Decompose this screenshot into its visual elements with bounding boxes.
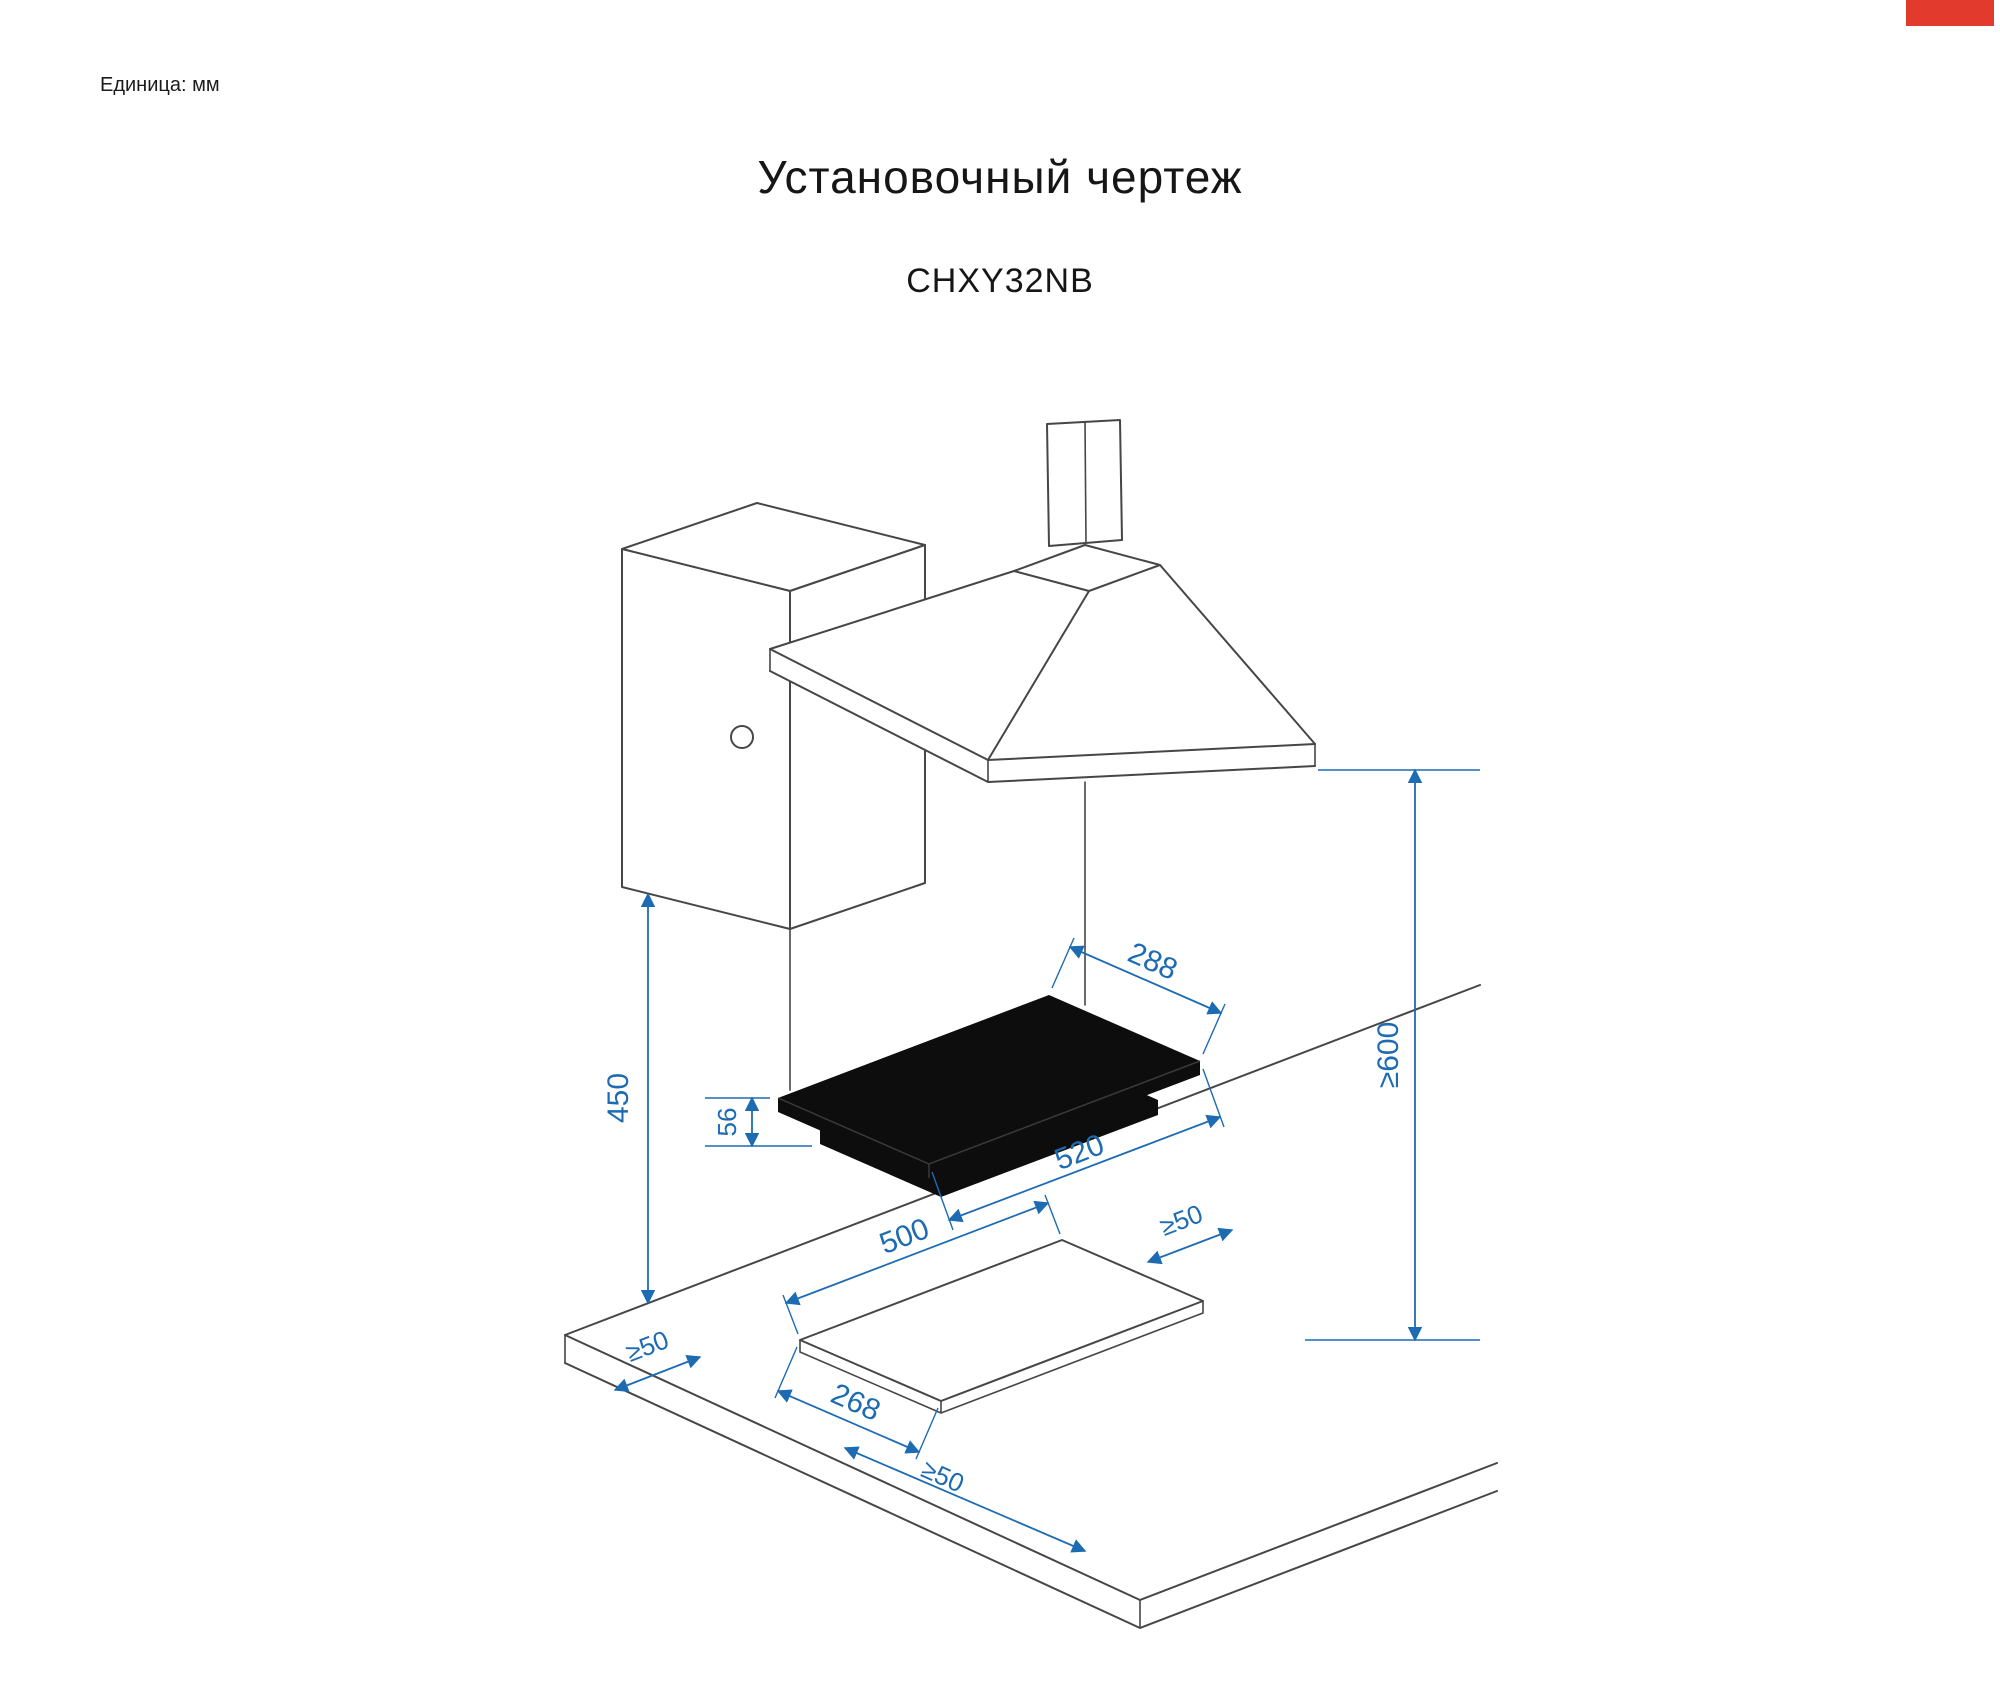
unit-note: Единица: мм	[100, 74, 220, 96]
clearance-left: ≥50	[613, 1324, 702, 1393]
hob-glass-front-edges	[777, 1060, 1201, 1178]
hood-slant-front	[987, 590, 1090, 761]
worktop-front-right-edge	[1139, 1462, 1498, 1601]
worktop-end-caps	[564, 1334, 1141, 1629]
dimension-268-line	[776, 1389, 921, 1454]
clearance-left-line	[613, 1354, 702, 1393]
red-corner-mark	[1906, 0, 1994, 26]
dimension-56-label: 56	[712, 1108, 742, 1137]
hood-chimney-corner-edge	[1084, 421, 1087, 544]
clearance-rear-label: ≥50	[1156, 1198, 1207, 1241]
dimension-288-label: 288	[1123, 936, 1182, 987]
hood-rim-corner-ticks	[769, 648, 1316, 783]
hood-chimney	[1046, 419, 1123, 547]
clearance-front-label: ≥50	[917, 1454, 969, 1499]
dimension-500: 500	[782, 1194, 1061, 1335]
model-code: CHXY32NB	[906, 262, 1094, 300]
dimension-600-label: ≥600	[1372, 1022, 1405, 1089]
clearance-front: ≥50	[843, 1446, 1087, 1553]
dimension-500-label: 500	[875, 1212, 934, 1261]
hood-slant-right	[1159, 564, 1316, 745]
dimension-56: 56	[705, 1096, 812, 1148]
domino-hob	[777, 995, 1201, 1197]
cabinet-front-face	[621, 548, 791, 930]
dimension-500-line	[784, 1200, 1050, 1306]
worktop-thickness-edges	[564, 1362, 1498, 1629]
clearance-rear: ≥50	[1146, 1198, 1234, 1265]
worktop-cutout-inner-walls	[799, 1300, 1204, 1414]
hob-glass-panel	[778, 995, 1200, 1178]
cooker-hood	[769, 419, 1316, 783]
dimension-600: ≥600	[1305, 768, 1480, 1342]
dimension-450: 450	[602, 892, 656, 1305]
clearance-front-line	[843, 1446, 1087, 1553]
hood-canopy-silhouette	[770, 545, 1315, 782]
clearance-left-label: ≥50	[622, 1324, 673, 1367]
worktop-cutout-opening	[799, 1239, 1204, 1402]
page-title: Установочный чертеж	[757, 151, 1243, 203]
cabinet-door-knob	[730, 725, 754, 749]
dimension-288-line	[1068, 945, 1223, 1015]
hood-slant-left	[769, 570, 1015, 650]
clearance-rear-line	[1146, 1227, 1234, 1265]
dimension-450-label: 450	[602, 1073, 635, 1123]
